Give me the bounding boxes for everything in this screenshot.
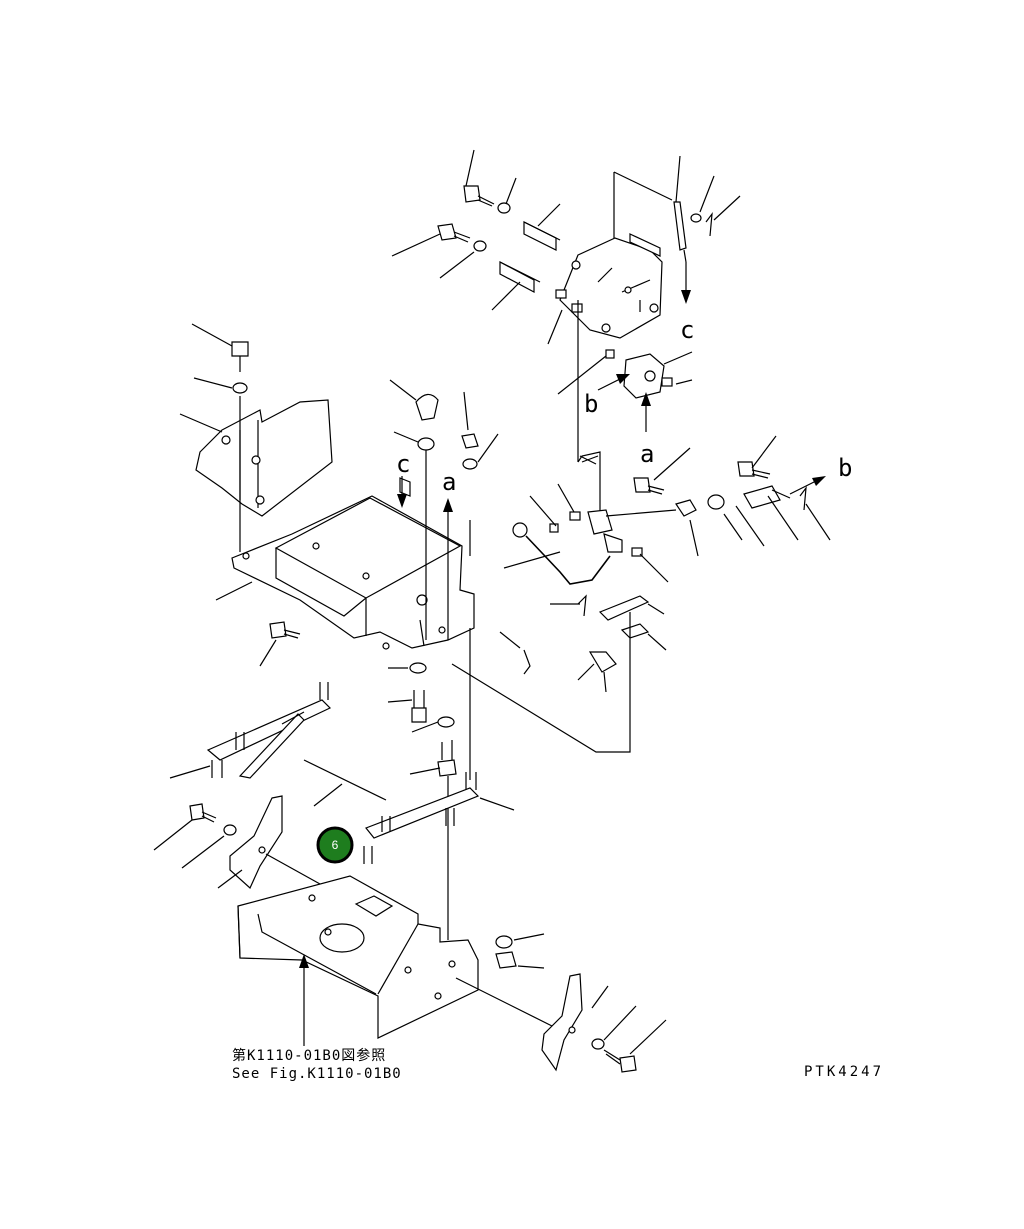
callout-marker-6[interactable]: 6 <box>316 826 354 864</box>
label-a-mid: a <box>442 468 456 496</box>
base-plate-assembly <box>153 795 667 1073</box>
reference-note-english: See Fig.K1110-01B0 <box>232 1066 402 1082</box>
fastener-column <box>387 628 471 940</box>
callout-circle[interactable] <box>316 826 354 864</box>
label-c-top: c <box>680 316 694 344</box>
drawing-code: PTK4247 <box>804 1064 884 1080</box>
label-b-right: b <box>838 454 852 482</box>
upper-bracket-assembly <box>391 149 741 462</box>
label-c-mid: c <box>396 450 410 478</box>
main-box-frame <box>215 379 499 667</box>
lever-assembly <box>451 435 831 753</box>
reference-note-japanese: 第K1110-01B0図参照 <box>232 1047 386 1064</box>
left-bracket-assembly <box>179 323 333 552</box>
label-a-top: a <box>640 440 654 468</box>
linkage-arms <box>169 682 515 864</box>
callout-number: 6 <box>332 838 339 852</box>
label-b-top: b <box>584 390 598 418</box>
